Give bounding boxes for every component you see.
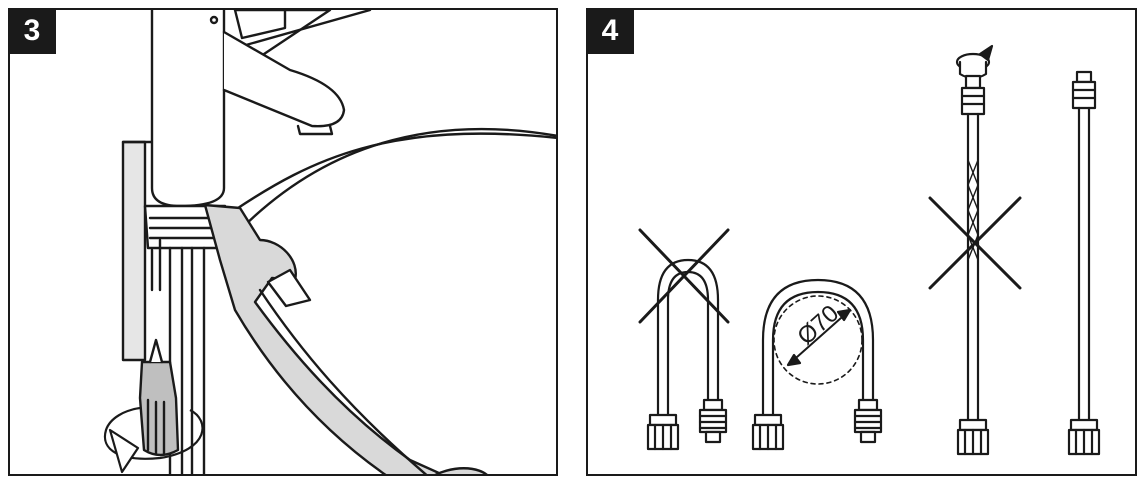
hose-straight <box>1067 70 1101 456</box>
step-3-illustration <box>103 10 556 474</box>
hose-bend-diameter-label: Ø70 <box>792 300 844 350</box>
wrench-tool <box>203 203 445 474</box>
faucet-body <box>150 10 226 208</box>
cross-mark-icon <box>638 228 730 324</box>
step-3-panel: 3 <box>8 8 558 476</box>
step-4-illustration: Ø70 <box>638 44 1101 456</box>
cross-mark-icon <box>928 196 1022 290</box>
hose-twisted <box>955 44 994 456</box>
step-4-panel: 4 <box>586 8 1137 476</box>
rotate-arrow-icon <box>955 44 994 80</box>
counter-slab <box>121 140 147 362</box>
faucet-spout <box>222 30 346 128</box>
basin-lower-edge <box>233 132 556 212</box>
diameter-arrow <box>787 309 851 366</box>
step-number-badge: 4 <box>588 10 634 54</box>
hose-correct-bend <box>751 278 883 451</box>
step-number-badge: 3 <box>10 10 56 54</box>
basin-bowl-curve <box>238 127 556 232</box>
faucet-lever <box>233 10 287 40</box>
screwdriver-handle <box>138 360 180 457</box>
basin-rim <box>233 10 332 72</box>
rotate-arrow-icon <box>103 406 204 474</box>
hose-tight-bend <box>646 258 728 451</box>
